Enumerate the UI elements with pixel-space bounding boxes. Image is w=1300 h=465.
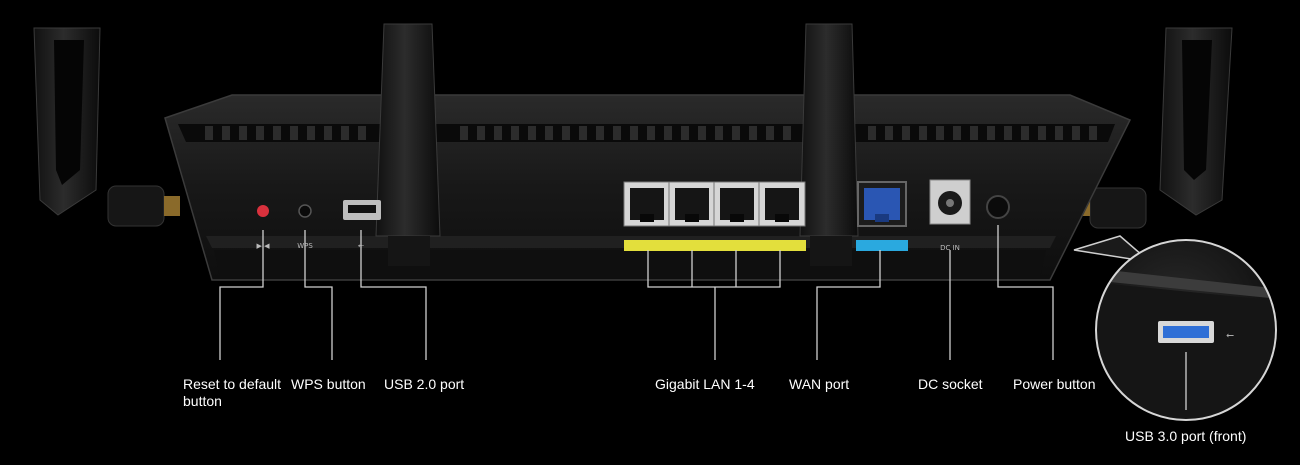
- vent-slot: [1021, 126, 1029, 140]
- vent-slot: [579, 126, 587, 140]
- vent-slot: [953, 126, 961, 140]
- vent-slot: [256, 126, 264, 140]
- vent-slot: [596, 126, 604, 140]
- power-button: [986, 195, 1010, 219]
- antenna-center-left: [375, 23, 441, 266]
- vent-slot: [715, 126, 723, 140]
- vent-slot: [358, 126, 366, 140]
- vent-slot: [1089, 126, 1097, 140]
- vent-slot: [562, 126, 570, 140]
- antenna-right: [1074, 27, 1233, 229]
- vent-slot: [205, 126, 213, 140]
- dc-socket: [929, 179, 971, 225]
- vent-slot: [647, 126, 655, 140]
- usb2-port: [343, 200, 381, 220]
- vent-slot: [1038, 126, 1046, 140]
- wan-color-strip: [856, 240, 908, 251]
- vent-slot: [460, 126, 468, 140]
- vent-slots: [205, 126, 1097, 140]
- dc-marking: DC IN: [940, 244, 960, 252]
- vent-slot: [783, 126, 791, 140]
- vent-slot: [885, 126, 893, 140]
- vent-slot: [528, 126, 536, 140]
- vent-slot: [477, 126, 485, 140]
- vent-slot: [324, 126, 332, 140]
- vent-slot: [936, 126, 944, 140]
- usb3-inset: ⭠: [1095, 239, 1277, 421]
- vent-slot: [273, 126, 281, 140]
- vent-slot: [919, 126, 927, 140]
- vent-slot: [1055, 126, 1063, 140]
- vent-slot: [902, 126, 910, 140]
- callout-lines: [219, 225, 1187, 410]
- label-usb2-port: USB 2.0 port: [384, 376, 465, 392]
- vent-slot: [341, 126, 349, 140]
- vent-slot: [664, 126, 672, 140]
- label-gigabit-lan: Gigabit LAN 1-4: [655, 376, 755, 392]
- vent-slot: [1072, 126, 1080, 140]
- label-power-button: Power button: [1013, 376, 1096, 392]
- lan-port: ④: [623, 181, 671, 251]
- vent-slot: [732, 126, 740, 140]
- vent-slot: [630, 126, 638, 140]
- vent-slot: [766, 126, 774, 140]
- vent-slot: [613, 126, 621, 140]
- label-wan-port: WAN port: [789, 376, 850, 392]
- lan-color-strip: [624, 240, 806, 251]
- lan-port: ③: [668, 181, 716, 251]
- vent-slot: [511, 126, 519, 140]
- vent-slot: [987, 126, 995, 140]
- vent-slot: [698, 126, 706, 140]
- antenna-center-right: [799, 23, 859, 266]
- wan-port: [857, 181, 907, 227]
- vent-slot: [681, 126, 689, 140]
- vent-slot: [307, 126, 315, 140]
- usb3-marking: ⭠: [1226, 330, 1234, 341]
- label-usb3-port-front: USB 3.0 port (front): [1125, 428, 1247, 444]
- vent-slot: [868, 126, 876, 140]
- inset-pointer: [1073, 235, 1153, 264]
- lan-port: ①: [758, 181, 806, 251]
- wps-button: [298, 204, 312, 218]
- reset-button: [257, 205, 269, 217]
- vent-slot: [970, 126, 978, 140]
- vent-slot: [1004, 126, 1012, 140]
- antenna-left: [33, 27, 180, 227]
- label-wps-button: WPS button: [291, 376, 366, 392]
- label-dc-socket: DC socket: [918, 376, 983, 392]
- label-reset-button: Reset to default button: [183, 376, 282, 409]
- vent-slot: [749, 126, 757, 140]
- vent-slot: [545, 126, 553, 140]
- vent-slot: [494, 126, 502, 140]
- vent-slot: [290, 126, 298, 140]
- lan-ports: ④③②①: [623, 181, 806, 251]
- vent-slot: [222, 126, 230, 140]
- vent-slot: [239, 126, 247, 140]
